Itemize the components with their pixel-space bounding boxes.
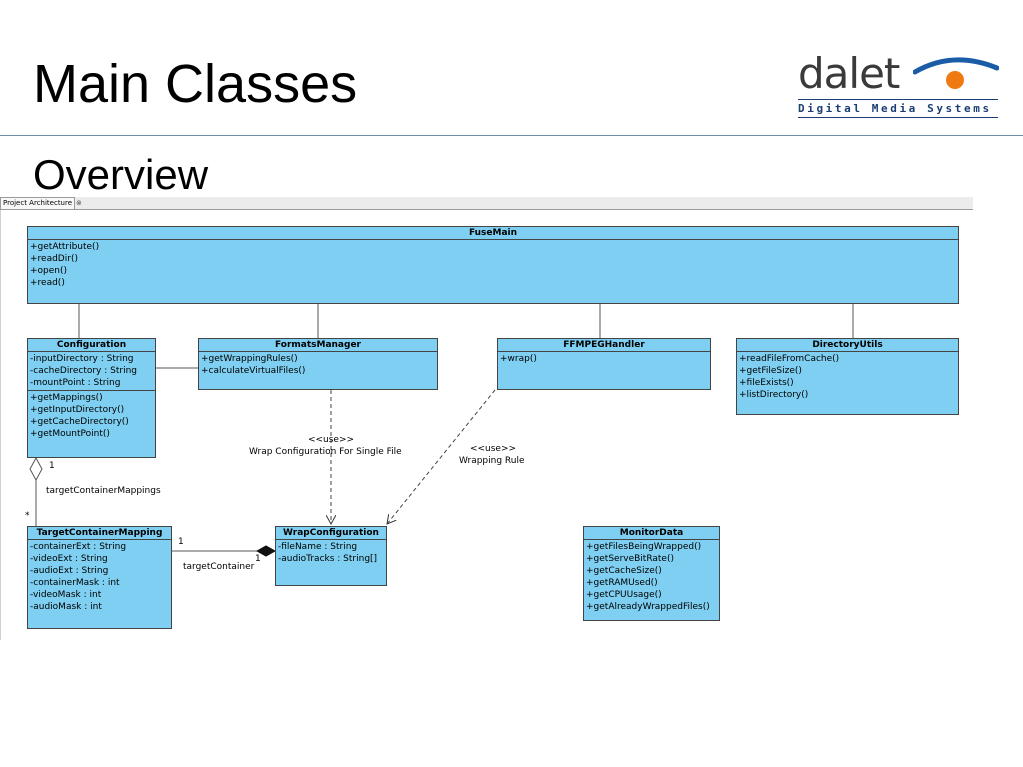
- multiplicity-label: 1: [178, 537, 184, 547]
- class-fusemain[interactable]: FuseMain +getAttribute() +readDir() +ope…: [27, 226, 959, 304]
- operation: +read(): [30, 278, 65, 288]
- dalet-logo: dalet Digital Media Systems: [795, 50, 1000, 122]
- class-name: FormatsManager: [199, 339, 437, 352]
- slide-title: Main Classes: [33, 54, 358, 114]
- slide-subtitle: Overview: [33, 151, 209, 198]
- class-name: TargetContainerMapping: [28, 527, 171, 540]
- logo-wordmark: dalet: [798, 49, 900, 98]
- aggregation-diamond: [29, 456, 43, 482]
- use-stereotype-label: <<use>>: [469, 444, 517, 454]
- close-icon[interactable]: ⊗: [76, 199, 82, 207]
- operation: +readFileFromCache(): [739, 354, 840, 364]
- use-wrap-config-label: Wrap Configuration For Single File: [249, 447, 402, 457]
- tab-project-architecture[interactable]: Project Architecture: [0, 197, 76, 209]
- role-label-target-container-mappings: targetContainerMappings: [46, 486, 161, 496]
- attribute: -fileName : String: [278, 542, 358, 552]
- operations: +getAttribute() +readDir() +open() +read…: [28, 240, 958, 290]
- class-name: Configuration: [28, 339, 155, 352]
- class-name: FFMPEGHandler: [498, 339, 710, 352]
- attribute: -containerExt : String: [30, 542, 127, 552]
- attributes: -inputDirectory : String -cacheDirectory…: [28, 352, 155, 391]
- class-name: FuseMain: [28, 227, 958, 240]
- operation: +getAttribute(): [30, 242, 100, 252]
- diagram-tab-bar: Project Architecture ⊗: [0, 197, 973, 210]
- operation: +getServeBitRate(): [586, 554, 674, 564]
- role-label-target-container: targetContainer: [183, 562, 255, 572]
- class-targetcontainermapping[interactable]: TargetContainerMapping -containerExt : S…: [27, 526, 172, 629]
- operation: +getMountPoint(): [30, 429, 110, 439]
- logo-tagline: Digital Media Systems: [798, 99, 998, 118]
- class-name: WrapConfiguration: [276, 527, 386, 540]
- attributes: -containerExt : String -videoExt : Strin…: [28, 540, 171, 614]
- multiplicity-label: 1: [49, 461, 55, 471]
- class-directoryutils[interactable]: DirectoryUtils +readFileFromCache() +get…: [736, 338, 959, 415]
- class-name: DirectoryUtils: [737, 339, 958, 352]
- operation: +getFileSize(): [739, 366, 802, 376]
- operation: +getAlreadyWrappedFiles(): [586, 602, 710, 612]
- operation: +readDir(): [30, 254, 78, 264]
- class-wrapconfiguration[interactable]: WrapConfiguration -fileName : String -au…: [275, 526, 387, 586]
- attribute: -mountPoint : String: [30, 378, 121, 388]
- class-monitordata[interactable]: MonitorData +getFilesBeingWrapped() +get…: [583, 526, 720, 621]
- attribute: -audioTracks : String[]: [278, 554, 378, 564]
- operations: +getMappings() +getInputDirectory() +get…: [28, 391, 155, 441]
- attribute: -videoExt : String: [30, 554, 108, 564]
- attribute: -audioExt : String: [30, 566, 109, 576]
- class-configuration[interactable]: Configuration -inputDirectory : String -…: [27, 338, 156, 458]
- operation: +getCPUUsage(): [586, 590, 662, 600]
- multiplicity-label: 1: [255, 554, 261, 564]
- operation: +calculateVirtualFiles(): [201, 366, 306, 376]
- operation: +getWrappingRules(): [201, 354, 298, 364]
- class-name: MonitorData: [584, 527, 719, 540]
- attribute: -cacheDirectory : String: [30, 366, 137, 376]
- operation: +wrap(): [500, 354, 537, 364]
- operations: +wrap(): [498, 352, 710, 366]
- title-divider: [0, 135, 1023, 136]
- operation: +getRAMUsed(): [586, 578, 658, 588]
- operations: +getFilesBeingWrapped() +getServeBitRate…: [584, 540, 719, 614]
- use-stereotype-label: <<use>>: [307, 435, 355, 445]
- operation: +getMappings(): [30, 393, 103, 403]
- attribute: -audioMask : int: [30, 602, 102, 612]
- multiplicity-label: *: [25, 511, 30, 521]
- attributes: -fileName : String -audioTracks : String…: [276, 540, 386, 566]
- dependency-ffmpeghandler-wrapconfiguration: [387, 389, 496, 524]
- operations: +readFileFromCache() +getFileSize() +fil…: [737, 352, 958, 402]
- attribute: -videoMask : int: [30, 590, 102, 600]
- operation: +getInputDirectory(): [30, 405, 125, 415]
- class-formatsmanager[interactable]: FormatsManager +getWrappingRules() +calc…: [198, 338, 438, 390]
- class-ffmpeghandler[interactable]: FFMPEGHandler +wrap(): [497, 338, 711, 390]
- uml-diagram-canvas: FuseMain +getAttribute() +readDir() +ope…: [0, 210, 974, 640]
- attribute: -containerMask : int: [30, 578, 120, 588]
- operation: +getCacheSize(): [586, 566, 662, 576]
- diagram-connectors: [29, 304, 854, 557]
- use-wrapping-rule-label: Wrapping Rule: [459, 456, 525, 466]
- operations: +getWrappingRules() +calculateVirtualFil…: [199, 352, 437, 378]
- operation: +open(): [30, 266, 68, 276]
- operation: +getCacheDirectory(): [30, 417, 129, 427]
- operation: +fileExists(): [739, 378, 794, 388]
- attribute: -inputDirectory : String: [30, 354, 134, 364]
- operation: +listDirectory(): [739, 390, 809, 400]
- logo-arc-dot-icon: [913, 57, 999, 89]
- operation: +getFilesBeingWrapped(): [586, 542, 702, 552]
